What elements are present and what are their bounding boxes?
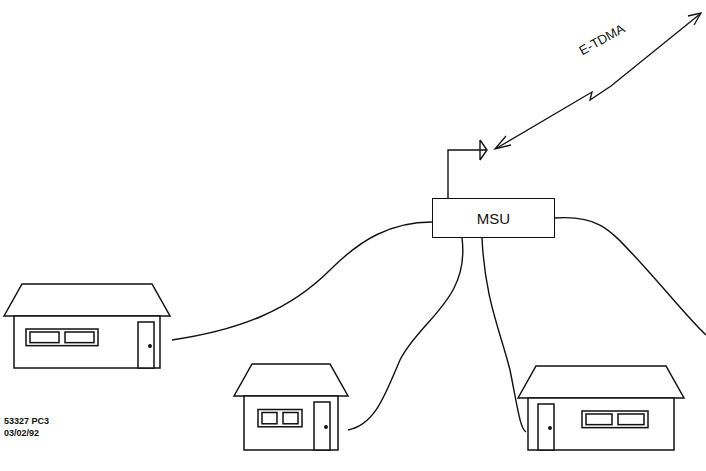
window-pane [586, 414, 612, 425]
door-knob [549, 427, 551, 429]
house-roof [4, 284, 170, 316]
window-pane [262, 413, 277, 424]
arrow-head [495, 136, 511, 149]
cable-wire [172, 222, 432, 340]
house-icon [518, 366, 684, 450]
house-wall [244, 396, 338, 450]
window-pane [30, 332, 59, 343]
house-door [538, 404, 554, 450]
arrow-head [688, 13, 701, 25]
antenna-feed [448, 150, 476, 198]
house-icon [4, 284, 170, 368]
house-roof [234, 364, 348, 396]
antenna-symbol [476, 140, 487, 160]
window-pane [618, 414, 644, 425]
antenna [448, 140, 487, 198]
house-door [138, 322, 154, 368]
house-window [582, 411, 648, 428]
cable-wire [348, 238, 463, 430]
process-box: MSU [432, 198, 555, 238]
date-label: 03/02/92 [4, 428, 39, 438]
radio-link-line [497, 14, 700, 148]
cable-wire [555, 218, 706, 335]
window-pane [283, 413, 298, 424]
box-label: MSU [477, 210, 510, 227]
drawing-number: 53327 PC3 [4, 416, 49, 426]
house-door [314, 402, 330, 450]
window-pane [65, 332, 94, 343]
house-window [26, 329, 98, 346]
radio-link [495, 13, 701, 149]
cable-wire [482, 238, 526, 432]
link-label: E-TDMA [575, 20, 629, 59]
door-knob [149, 345, 151, 347]
house-wall [528, 398, 674, 450]
house-icon [234, 364, 348, 450]
house-roof [518, 366, 684, 398]
door-knob [325, 426, 327, 428]
house-window [258, 410, 302, 427]
house-wall [14, 316, 160, 368]
